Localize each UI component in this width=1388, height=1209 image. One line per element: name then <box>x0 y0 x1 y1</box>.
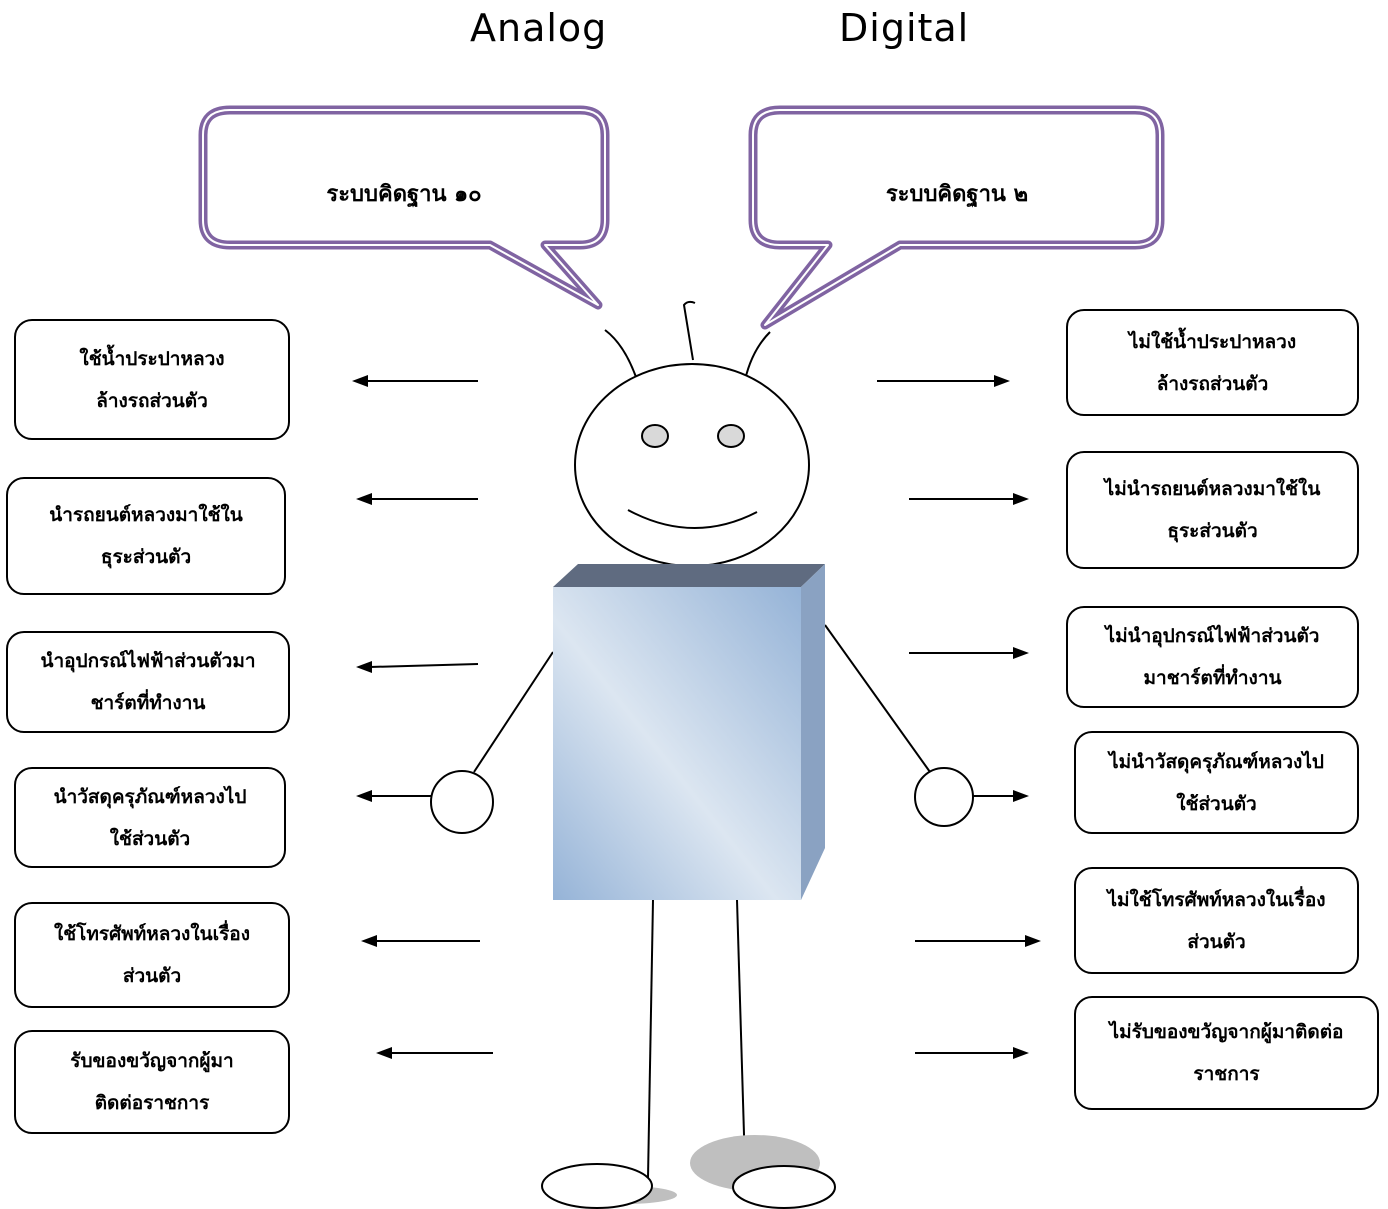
right-box-4: ไม่นำวัสดุครุภัณฑ์หลวงไป ใช้ส่วนตัว <box>1074 731 1359 834</box>
left-arrows <box>352 375 493 1059</box>
speech-bubble-left <box>198 105 610 310</box>
eye-right <box>717 424 745 448</box>
arrow-right-3-head <box>1013 647 1029 659</box>
arrow-left-6-head <box>376 1047 392 1059</box>
left-box-5-line1: ใช้โทรศัพท์หลวงในเรื่อง <box>54 923 250 945</box>
left-box-2-line2: ธุระส่วนตัว <box>100 546 192 568</box>
left-box-2-line1: นำรถยนต์หลวงมาใช้ใน <box>49 504 243 526</box>
left-box-1-line1: ใช้น้ำประปาหลวง <box>79 347 225 370</box>
left-box-6: รับของขวัญจากผู้มา ติดต่อราชการ <box>14 1030 290 1134</box>
arrow-left-1-head <box>352 375 368 387</box>
arrow-left-5-head <box>361 935 377 947</box>
foot-left <box>541 1163 653 1209</box>
arrow-right-5-head <box>1025 935 1041 947</box>
hand-left <box>430 770 494 834</box>
antenna-middle <box>682 300 696 361</box>
digital-heading: Digital <box>839 6 970 50</box>
left-box-3-line1: นำอุปกรณ์ไฟฟ้าส่วนตัวมา <box>40 650 256 672</box>
antenna-left <box>604 329 638 381</box>
head <box>574 363 810 567</box>
arrow-right-4-head <box>1013 790 1029 802</box>
right-box-6-line2: ราชการ <box>1193 1063 1260 1085</box>
bubble-left-text: ระบบคิดฐาน ๑๐ <box>326 182 482 207</box>
body-top <box>553 564 825 587</box>
right-box-1: ไม่ใช้น้ำประปาหลวง ล้างรถส่วนตัว <box>1066 309 1359 416</box>
right-box-6-line1: ไม่รับของขวัญจากผู้มาติดต่อ <box>1109 1021 1344 1043</box>
right-box-4-line2: ใช้ส่วนตัว <box>1176 792 1257 815</box>
leg-right <box>736 899 746 1169</box>
right-box-1-line2: ล้างรถส่วนตัว <box>1156 372 1269 395</box>
analog-heading: Analog <box>470 6 608 50</box>
smile <box>627 509 758 529</box>
eye-left <box>641 424 669 448</box>
left-box-2: นำรถยนต์หลวงมาใช้ใน ธุระส่วนตัว <box>6 477 286 595</box>
left-box-5: ใช้โทรศัพท์หลวงในเรื่อง ส่วนตัว <box>14 902 290 1008</box>
arrow-left-4-head <box>356 790 372 802</box>
left-box-1-line2: ล้างรถส่วนตัว <box>96 389 208 412</box>
arrow-left-3 <box>369 663 479 668</box>
left-box-6-line2: ติดต่อราชการ <box>94 1092 210 1114</box>
arrow-left-3-head <box>356 661 372 673</box>
body-front <box>553 587 801 900</box>
hand-right <box>914 767 974 827</box>
right-box-2-line2: ธุระส่วนตัว <box>1167 520 1258 542</box>
right-arrows <box>877 375 1041 1059</box>
arrow-left-2-head <box>356 493 372 505</box>
left-box-5-line2: ส่วนตัว <box>122 965 182 987</box>
bubble-right-text: ระบบคิดฐาน ๒ <box>885 182 1029 207</box>
right-box-3-line1: ไม่นำอุปกรณ์ไฟฟ้าส่วนตัว <box>1105 625 1320 647</box>
arm-left <box>473 651 554 773</box>
right-box-2: ไม่นำรถยนต์หลวงมาใช้ใน ธุระส่วนตัว <box>1066 451 1359 569</box>
arrow-right-2-head <box>1013 493 1029 505</box>
left-box-4-line2: ใช้ส่วนตัว <box>109 827 191 850</box>
right-box-3: ไม่นำอุปกรณ์ไฟฟ้าส่วนตัว มาชาร์ตที่ทำงาน <box>1066 606 1359 708</box>
right-box-5: ไม่ใช้โทรศัพท์หลวงในเรื่อง ส่วนตัว <box>1074 867 1359 974</box>
right-box-5-line2: ส่วนตัว <box>1187 930 1246 953</box>
left-box-1: ใช้น้ำประปาหลวง ล้างรถส่วนตัว <box>14 319 290 440</box>
left-box-4-line1: นำวัสดุครุภัณฑ์หลวงไป <box>53 785 247 808</box>
arrow-right-6-head <box>1013 1047 1029 1059</box>
right-box-5-line1: ไม่ใช้โทรศัพท์หลวงในเรื่อง <box>1107 888 1326 911</box>
left-box-6-line1: รับของขวัญจากผู้มา <box>70 1050 234 1072</box>
right-box-2-line1: ไม่นำรถยนต์หลวงมาใช้ใน <box>1104 478 1321 500</box>
right-box-6: ไม่รับของขวัญจากผู้มาติดต่อ ราชการ <box>1074 996 1379 1110</box>
arrow-right-1-head <box>994 375 1010 387</box>
foot-right <box>732 1165 836 1209</box>
leg-left <box>647 899 654 1179</box>
speech-bubble-right <box>748 105 1165 330</box>
arm-right <box>824 624 931 773</box>
body-side <box>801 564 825 900</box>
left-box-4: นำวัสดุครุภัณฑ์หลวงไป ใช้ส่วนตัว <box>14 767 286 868</box>
right-box-3-line2: มาชาร์ตที่ทำงาน <box>1143 667 1282 689</box>
antenna-right <box>744 331 771 381</box>
left-box-3-line2: ชาร์ตที่ทำงาน <box>90 692 206 714</box>
right-box-1-line1: ไม่ใช้น้ำประปาหลวง <box>1128 330 1297 353</box>
right-box-4-line1: ไม่นำวัสดุครุภัณฑ์หลวงไป <box>1109 750 1324 773</box>
left-box-3: นำอุปกรณ์ไฟฟ้าส่วนตัวมา ชาร์ตที่ทำงาน <box>6 631 290 733</box>
